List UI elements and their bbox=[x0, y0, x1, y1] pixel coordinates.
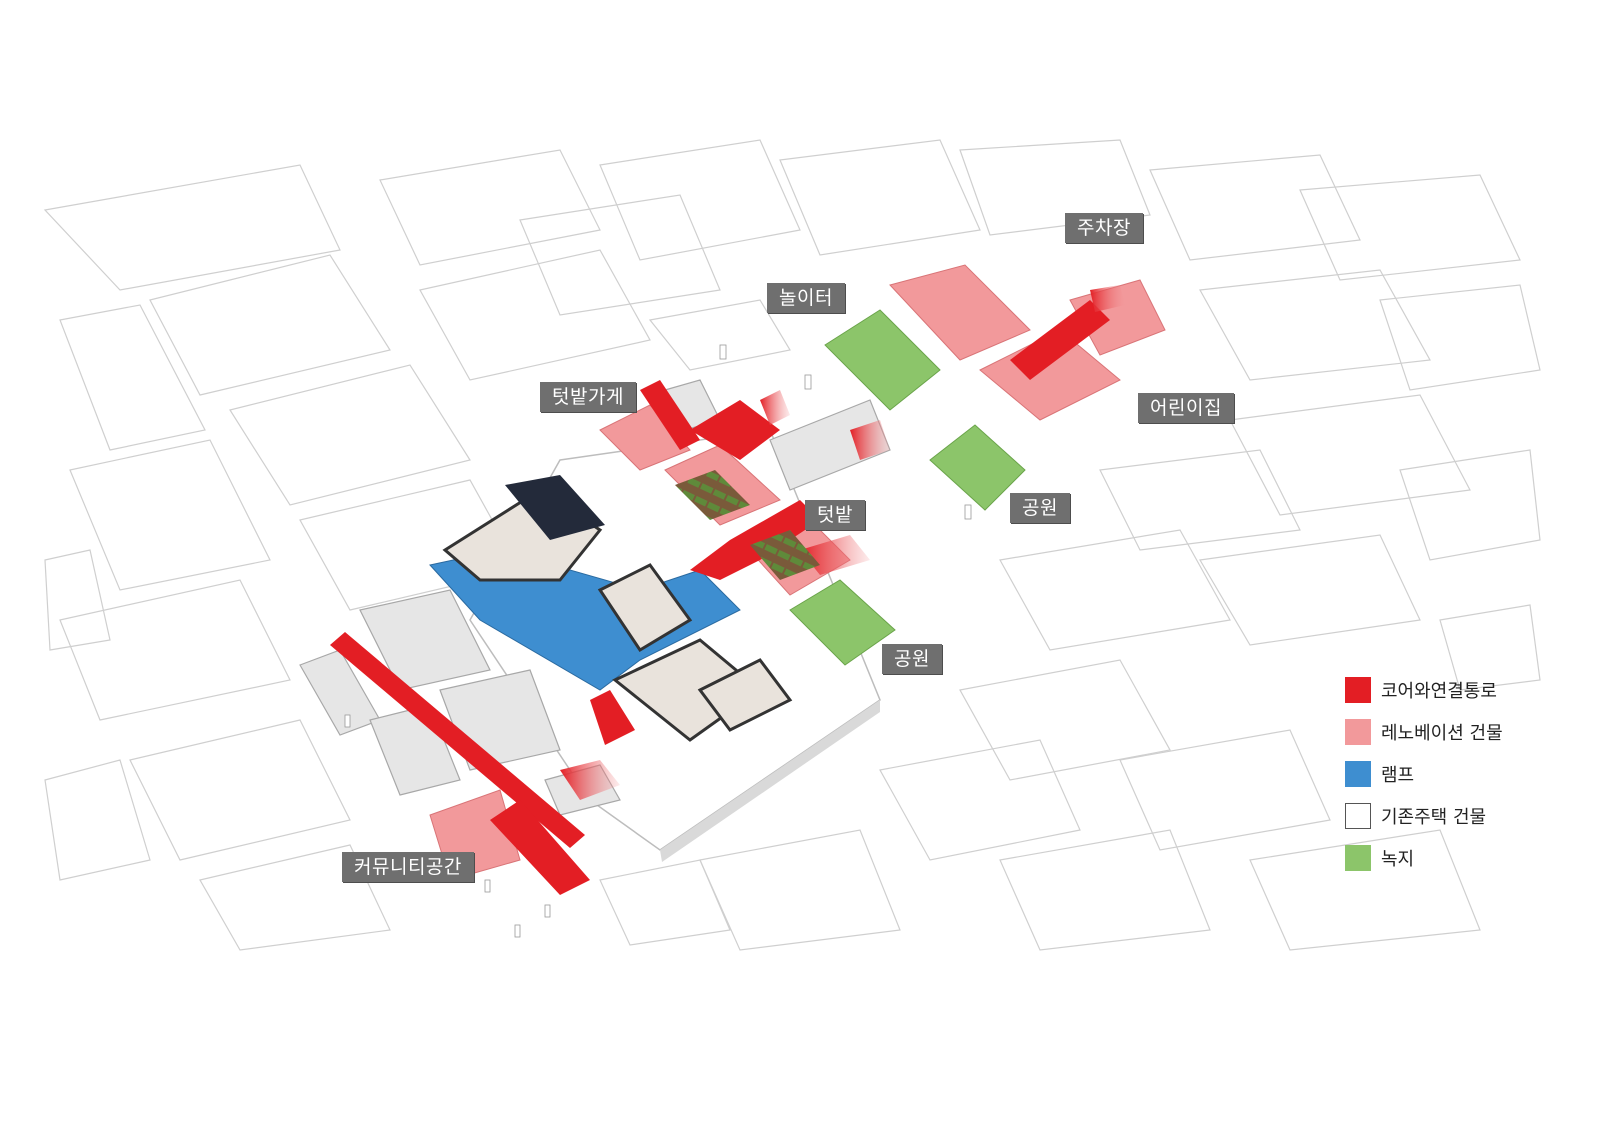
label-park-upper: 공원 bbox=[1010, 493, 1070, 523]
legend-item-existing: 기존주택 건물 bbox=[1345, 802, 1565, 830]
label-parking: 주차장 bbox=[1065, 213, 1143, 243]
legend-item-core: 코어와연결통로 bbox=[1345, 676, 1565, 704]
garden-plots bbox=[675, 470, 820, 580]
legend-swatch-ramp bbox=[1345, 761, 1371, 787]
legend: 코어와연결통로 레노베이션 건물 램프 기존주택 건물 녹지 bbox=[1345, 676, 1565, 886]
label-garden: 텃밭 bbox=[805, 500, 865, 530]
legend-item-renovation: 레노베이션 건물 bbox=[1345, 718, 1565, 746]
legend-label: 코어와연결통로 bbox=[1381, 681, 1497, 702]
label-park-lower: 공원 bbox=[882, 644, 942, 674]
context-buildings bbox=[43, 139, 1541, 951]
green-spaces bbox=[789, 309, 1026, 666]
legend-item-green: 녹지 bbox=[1345, 844, 1565, 872]
legend-swatch-renovation bbox=[1345, 719, 1371, 745]
legend-swatch-core bbox=[1345, 677, 1371, 703]
legend-label: 기존주택 건물 bbox=[1381, 807, 1487, 828]
legend-label: 녹지 bbox=[1381, 849, 1415, 870]
label-community: 커뮤니티공간 bbox=[342, 852, 474, 882]
core-corridors bbox=[330, 285, 1125, 895]
legend-label: 레노베이션 건물 bbox=[1381, 723, 1503, 744]
decorative-pillars bbox=[344, 344, 972, 938]
central-building bbox=[442, 475, 793, 742]
legend-item-ramp: 램프 bbox=[1345, 760, 1565, 788]
legend-swatch-existing bbox=[1345, 803, 1371, 829]
label-garden-shop: 텃밭가게 bbox=[540, 382, 636, 412]
label-playground: 놀이터 bbox=[767, 283, 845, 313]
legend-swatch-green bbox=[1345, 845, 1371, 871]
label-daycare: 어린이집 bbox=[1138, 393, 1234, 423]
legend-label: 램프 bbox=[1381, 765, 1415, 786]
